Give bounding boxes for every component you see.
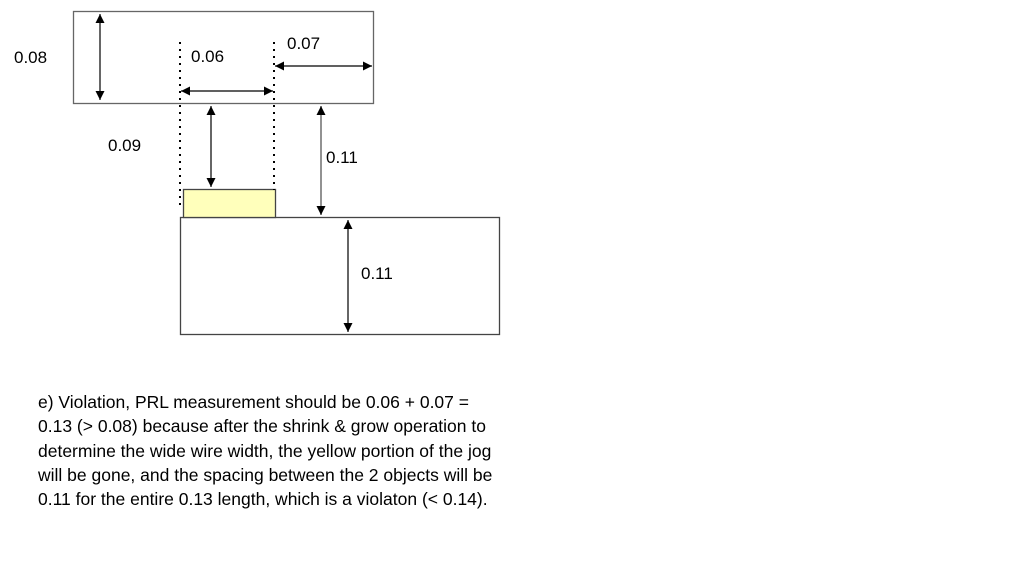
caption-line: determine the wide wire width, the yello… [38,440,492,461]
yellow-jog [182,188,277,219]
caption: e) Violation, PRL measurement should be … [38,390,598,511]
label-right-extension: 0.07 [287,34,320,53]
caption-line: 0.13 (> 0.08) because after the shrink &… [38,416,486,437]
caption-line: e) Violation, PRL measurement should be … [38,392,469,412]
drc-diagram: 0.08 0.06 0.07 0.09 0.11 0.11 [14,10,501,336]
label-bottom-wire-height: 0.11 [361,264,393,283]
label-jog-spacing: 0.09 [108,136,141,155]
label-wire-spacing: 0.11 [326,148,358,167]
label-top-wire-height: 0.08 [14,48,47,67]
caption-line: 0.11 for the entire 0.13 length, which i… [38,489,488,510]
caption-line: will be gone, and the spacing between th… [38,464,493,485]
label-jog-width: 0.06 [191,47,224,66]
bottom-wire [179,216,501,336]
